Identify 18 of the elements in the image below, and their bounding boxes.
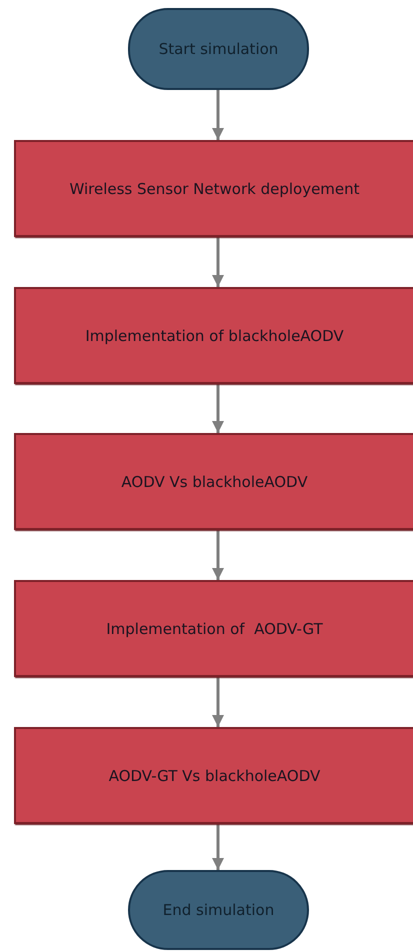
arrow — [212, 530, 224, 580]
process-box — [14, 433, 413, 530]
node-label: Implementation of AODV-GT — [106, 620, 323, 638]
node-label: Start simulation — [158, 40, 278, 58]
node-label: End simulation — [162, 901, 274, 919]
process-box — [14, 727, 413, 824]
arrow — [212, 824, 224, 870]
arrow — [212, 384, 224, 433]
arrow — [212, 90, 224, 140]
node-label: Implementation of blackholeAODV — [85, 326, 344, 344]
node-label: AODV-GT Vs blackholeAODV — [108, 766, 320, 784]
node-label: Wireless Sensor Network deployement — [69, 180, 360, 198]
process-box — [14, 580, 413, 677]
process-box — [14, 287, 413, 384]
arrow — [212, 677, 224, 727]
arrow — [212, 237, 224, 287]
process-box — [14, 140, 413, 237]
node-label: AODV Vs blackholeAODV — [121, 472, 308, 490]
